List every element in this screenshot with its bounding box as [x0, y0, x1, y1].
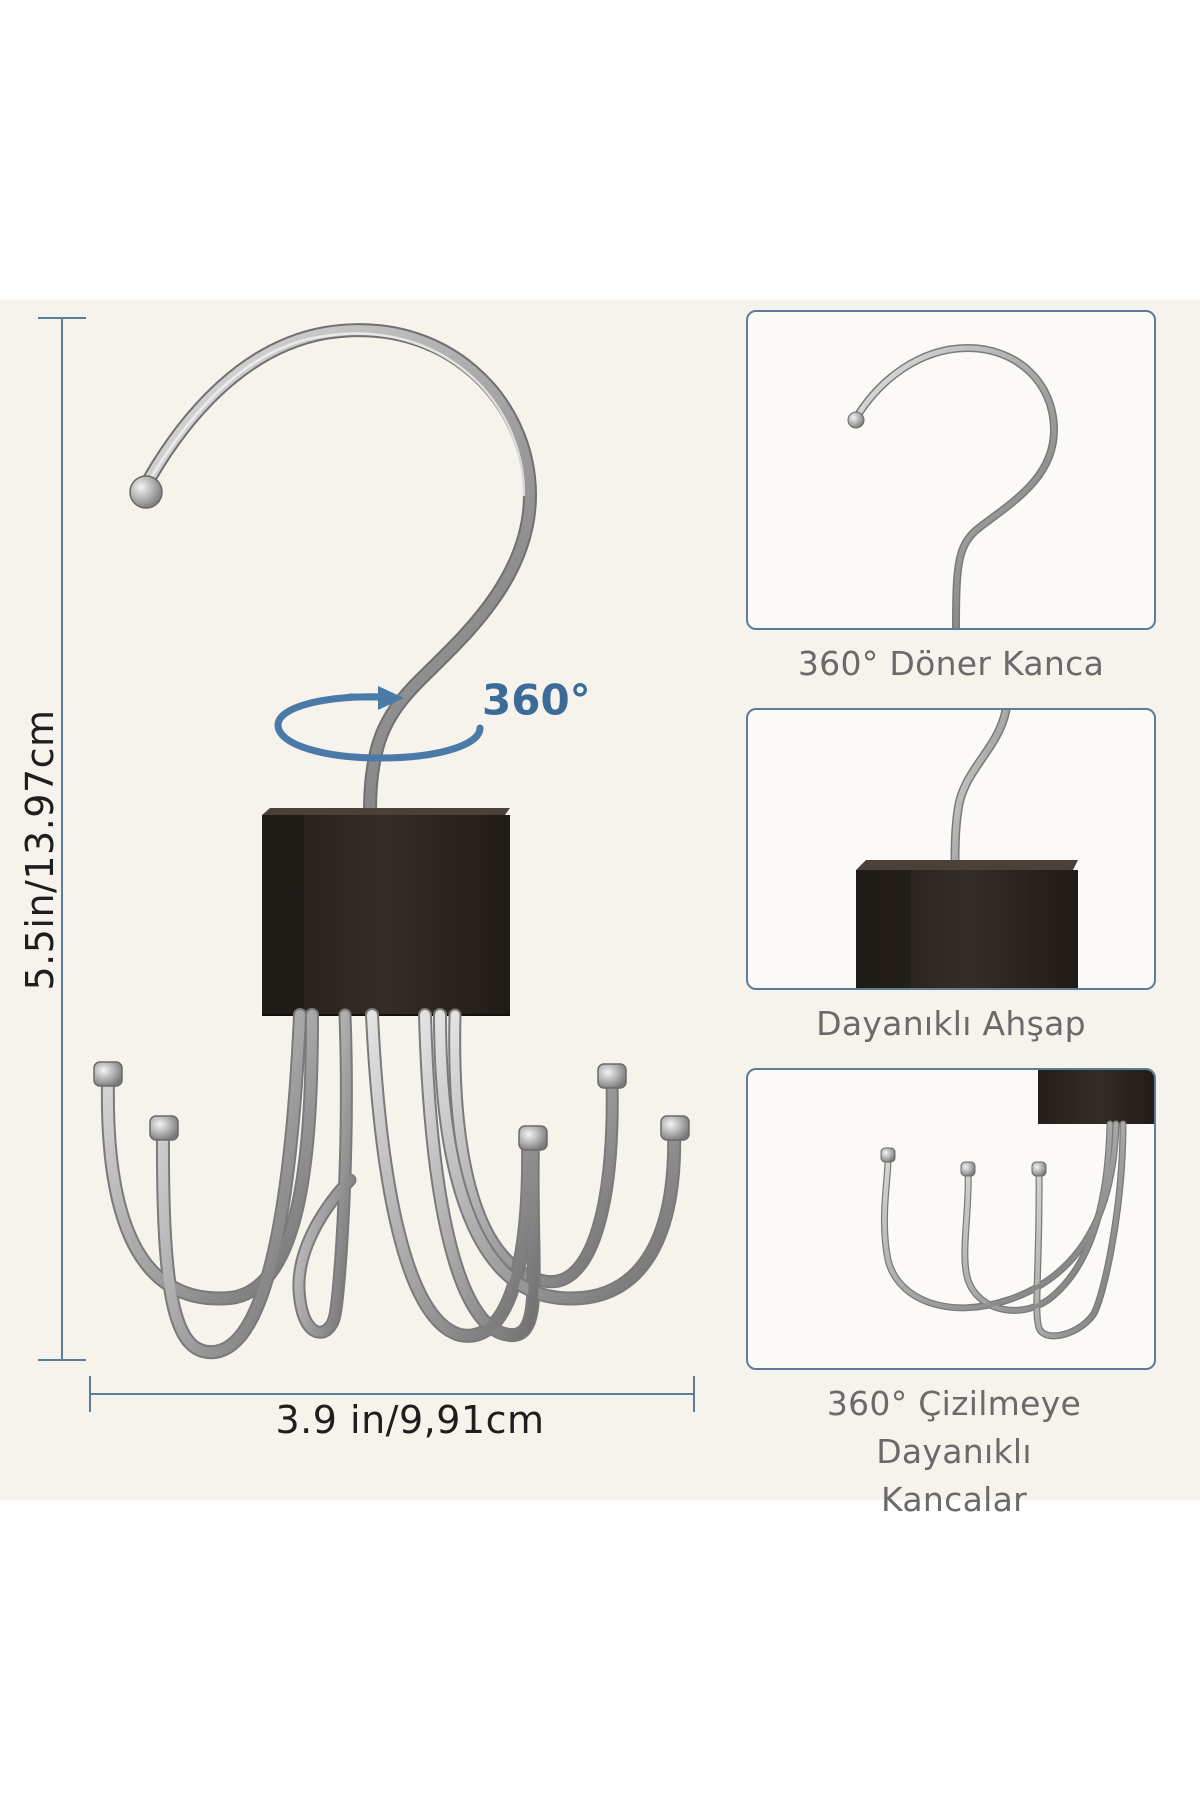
caption-wood: Dayanıklı Ahşap: [816, 1004, 1086, 1043]
hooks-detail-icon: [880, 1070, 1154, 1340]
height-dimension-line: [38, 317, 86, 1361]
caption-hooks-line2: Kancalar: [881, 1479, 1027, 1519]
wood-block-detail-icon: [856, 710, 1078, 988]
width-dimension-label: 3.9 in/9,91cm: [275, 1398, 545, 1442]
swivel-hook: [135, 323, 538, 819]
caption-hooks: 360° Çizilmeye Dayanıklı Kancalar: [746, 1380, 1162, 1524]
height-dimension-label: 5.5in/13.97cm: [18, 709, 62, 991]
wooden-block: [262, 808, 510, 1016]
hook-tip-ball: [129, 475, 163, 509]
inset-hooks: [746, 1068, 1156, 1370]
caption-hooks-line1: 360° Çizilmeye Dayanıklı: [826, 1384, 1082, 1471]
hook-end-caps: [93, 1061, 690, 1151]
width-dimension-line: [89, 1376, 695, 1412]
inset-swivel-hook: [746, 310, 1156, 630]
swivel-hook-detail-icon: [847, 343, 1059, 628]
rotation-label: 360°: [482, 675, 591, 725]
rotation-arrowhead: [378, 686, 404, 710]
caption-swivel-hook: 360° Döner Kanca: [797, 644, 1105, 683]
inset-wood: [746, 708, 1156, 990]
hook-arms: [100, 1008, 682, 1360]
